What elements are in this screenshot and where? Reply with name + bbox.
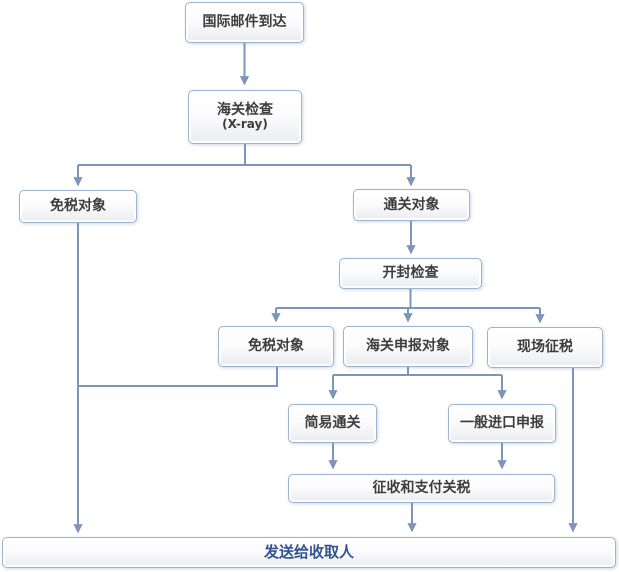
- node-general-import-declaration: 一般进口申报: [448, 404, 556, 443]
- node-on-site-taxation: 现场征税: [487, 327, 603, 368]
- node-label: 现场征税: [517, 339, 573, 356]
- node-label: 国际邮件到达: [202, 14, 287, 31]
- node-label: 海关申报对象: [366, 338, 450, 355]
- node-label: 通关对象: [383, 196, 440, 213]
- connector-declaration-split-bar: [333, 367, 502, 376]
- node-international-mail-arrival: 国际邮件到达: [185, 2, 304, 43]
- node-label: 发送给收取人: [263, 542, 354, 561]
- node-label: 免税对象: [248, 338, 304, 355]
- node-opening-inspection: 开封检查: [339, 258, 482, 289]
- node-label: 开封检查: [382, 265, 439, 282]
- node-label: 一般进口申报: [460, 415, 544, 432]
- node-send-to-recipient: 发送给收取人: [2, 537, 616, 568]
- node-customs-xray-inspection: 海关检查 (X-ray): [188, 90, 302, 144]
- node-customs-declaration-target: 海关申报对象: [343, 326, 473, 367]
- node-label: 海关检查: [217, 102, 273, 119]
- connector-opencheck-split-bar: [276, 289, 540, 309]
- connector-dutyfree2-merge: [78, 367, 278, 387]
- node-label: 简易通关: [304, 415, 361, 432]
- node-sublabel: (X-ray): [222, 117, 268, 132]
- node-label: 征收和支付关税: [372, 480, 471, 497]
- connector-xray-split-bar: [78, 144, 411, 166]
- node-simplified-clearance: 简易通关: [288, 404, 377, 443]
- node-label: 免税对象: [50, 198, 106, 215]
- node-clearance-target: 通关对象: [353, 189, 470, 221]
- node-duty-collection-payment: 征收和支付关税: [288, 474, 555, 503]
- node-duty-free-left: 免税对象: [19, 190, 137, 223]
- node-duty-free-second: 免税对象: [218, 326, 334, 367]
